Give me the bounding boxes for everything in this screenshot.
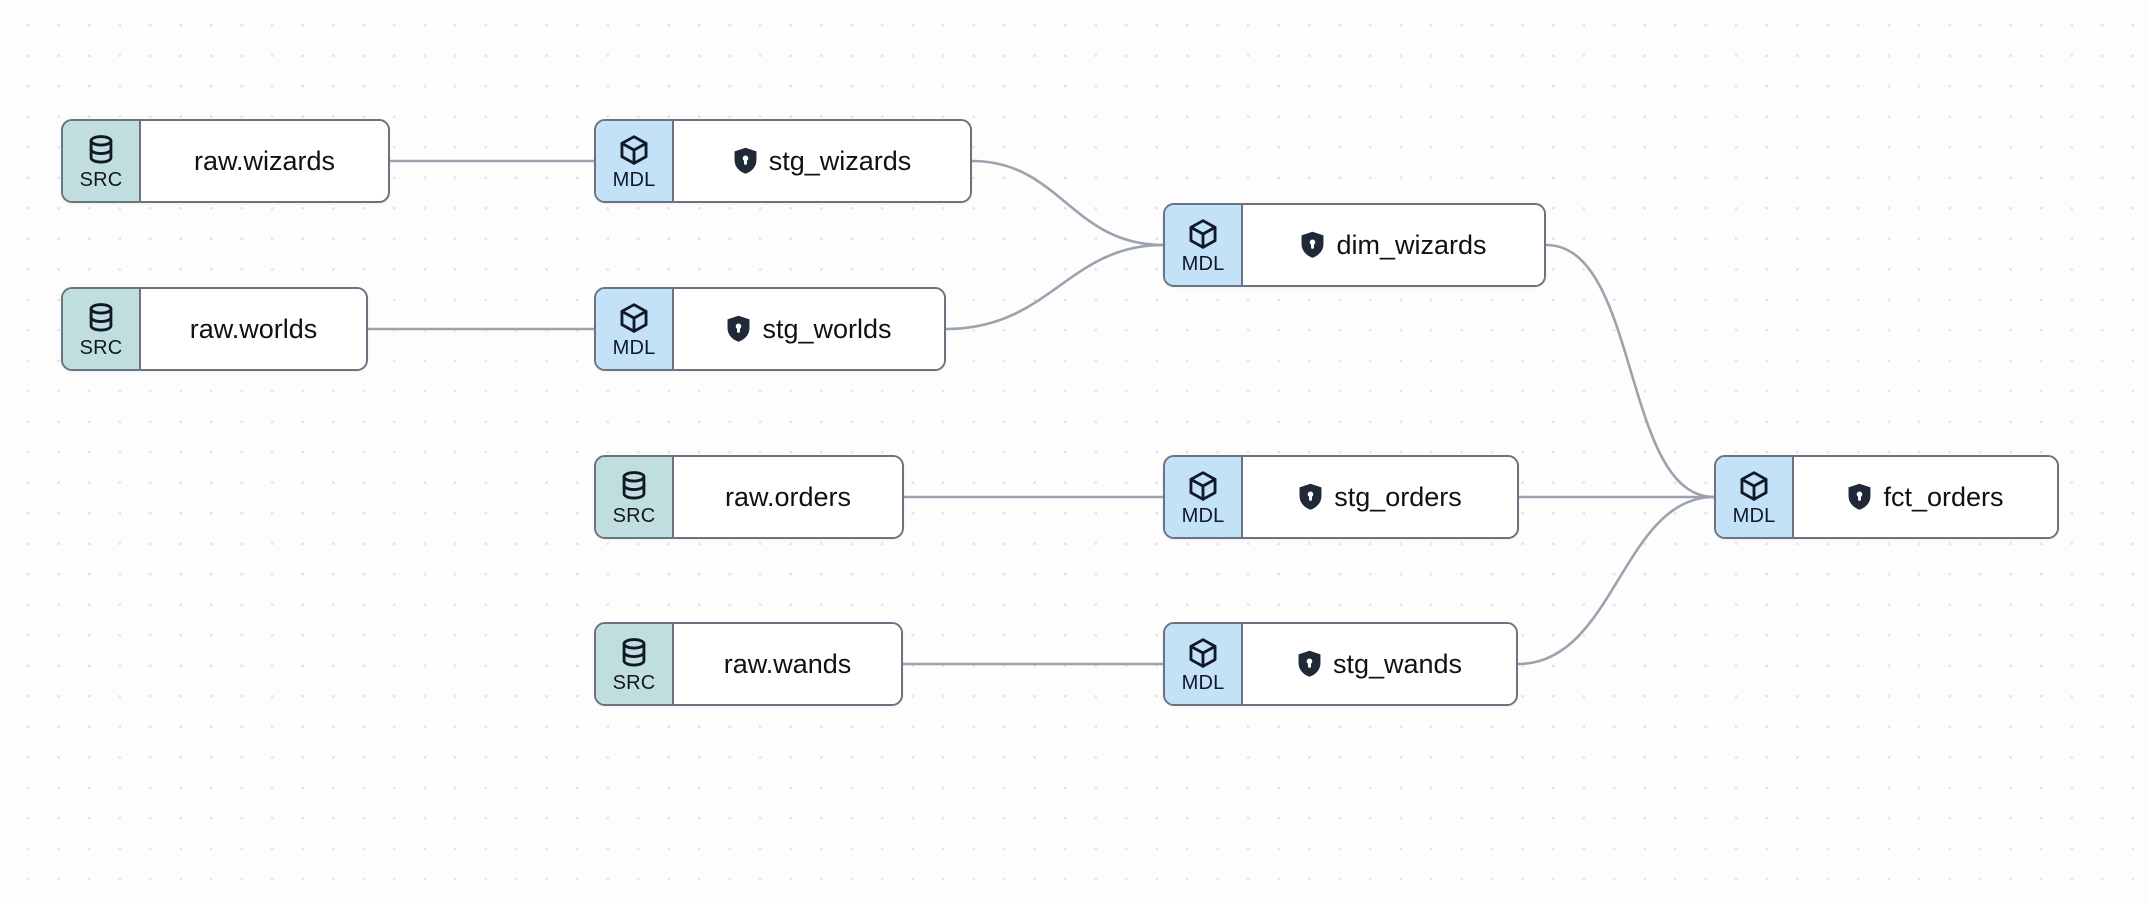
database-icon bbox=[622, 470, 646, 499]
node-body: stg_worlds bbox=[674, 289, 944, 369]
node-label: raw.worlds bbox=[189, 313, 318, 344]
node-body: stg_wizards bbox=[674, 121, 970, 201]
node-kind-label: MDL bbox=[1732, 504, 1776, 527]
node-kind-badge: MDL bbox=[596, 121, 674, 201]
node-kind-label: SRC bbox=[612, 671, 656, 694]
node-label: stg_wizards bbox=[768, 145, 912, 176]
node-stg-wands[interactable]: MDL stg_wands bbox=[1163, 622, 1518, 706]
shield-lock-icon bbox=[1302, 231, 1324, 258]
shield-lock-icon bbox=[734, 147, 757, 174]
edge-stg-worlds-to-dim-wizards bbox=[944, 243, 1165, 331]
edge-stg-wizards-to-dim-wizards bbox=[970, 159, 1165, 247]
node-raw-orders[interactable]: SRC raw.orders bbox=[594, 455, 904, 539]
cube-icon bbox=[1189, 637, 1217, 668]
cube-icon bbox=[620, 134, 648, 165]
shield-lock-icon bbox=[1298, 650, 1321, 677]
node-kind-badge: MDL bbox=[1165, 624, 1243, 704]
node-body: stg_wands bbox=[1243, 624, 1516, 704]
database-icon bbox=[89, 302, 113, 331]
node-label: raw.wands bbox=[723, 648, 852, 679]
node-stg-orders[interactable]: MDL stg_orders bbox=[1163, 455, 1519, 539]
node-kind-label: MDL bbox=[612, 168, 656, 191]
node-kind-label: SRC bbox=[612, 504, 656, 527]
shield-lock-icon bbox=[728, 315, 750, 342]
node-body: dim_wizards bbox=[1243, 205, 1544, 285]
node-raw-wizards[interactable]: SRC raw.wizards bbox=[61, 119, 390, 203]
node-body: raw.wands bbox=[674, 624, 901, 704]
node-fct-orders[interactable]: MDL fct_orders bbox=[1714, 455, 2059, 539]
database-icon bbox=[622, 637, 646, 666]
shield-lock-icon bbox=[1299, 483, 1322, 510]
node-label: stg_wands bbox=[1332, 648, 1463, 679]
node-label: raw.orders bbox=[724, 481, 852, 512]
node-kind-badge: MDL bbox=[1165, 457, 1243, 537]
node-body: raw.wizards bbox=[141, 121, 388, 201]
node-kind-badge: MDL bbox=[1716, 457, 1794, 537]
node-label: stg_orders bbox=[1334, 481, 1462, 512]
node-kind-badge: MDL bbox=[596, 289, 674, 369]
node-kind-badge: MDL bbox=[1165, 205, 1243, 285]
node-body: raw.orders bbox=[674, 457, 902, 537]
node-dim-wizards[interactable]: MDL dim_wizards bbox=[1163, 203, 1546, 287]
node-body: stg_orders bbox=[1243, 457, 1517, 537]
node-label: dim_wizards bbox=[1336, 229, 1487, 260]
node-label: stg_worlds bbox=[762, 313, 892, 344]
edge-dim-wizards-to-fct-orders bbox=[1544, 243, 1716, 499]
node-kind-badge: SRC bbox=[63, 289, 141, 369]
node-kind-label: SRC bbox=[79, 336, 123, 359]
edge-stg-wands-to-fct-orders bbox=[1516, 495, 1716, 666]
node-body: fct_orders bbox=[1794, 457, 2057, 537]
node-label: fct_orders bbox=[1883, 481, 2004, 512]
node-raw-worlds[interactable]: SRC raw.worlds bbox=[61, 287, 368, 371]
node-kind-label: MDL bbox=[612, 336, 656, 359]
node-kind-label: MDL bbox=[1181, 504, 1225, 527]
node-kind-badge: SRC bbox=[596, 624, 674, 704]
node-label: raw.wizards bbox=[193, 145, 336, 176]
cube-icon bbox=[1189, 470, 1217, 501]
node-body: raw.worlds bbox=[141, 289, 366, 369]
cube-icon bbox=[620, 302, 648, 333]
node-kind-badge: SRC bbox=[596, 457, 674, 537]
node-stg-worlds[interactable]: MDL stg_worlds bbox=[594, 287, 946, 371]
shield-lock-icon bbox=[1849, 483, 1871, 510]
node-kind-label: MDL bbox=[1181, 252, 1225, 275]
node-kind-label: SRC bbox=[79, 168, 123, 191]
database-icon bbox=[89, 134, 113, 163]
cube-icon bbox=[1189, 218, 1217, 249]
node-stg-wizards[interactable]: MDL stg_wizards bbox=[594, 119, 972, 203]
node-raw-wands[interactable]: SRC raw.wands bbox=[594, 622, 903, 706]
node-kind-label: MDL bbox=[1181, 671, 1225, 694]
node-kind-badge: SRC bbox=[63, 121, 141, 201]
cube-icon bbox=[1740, 470, 1768, 501]
